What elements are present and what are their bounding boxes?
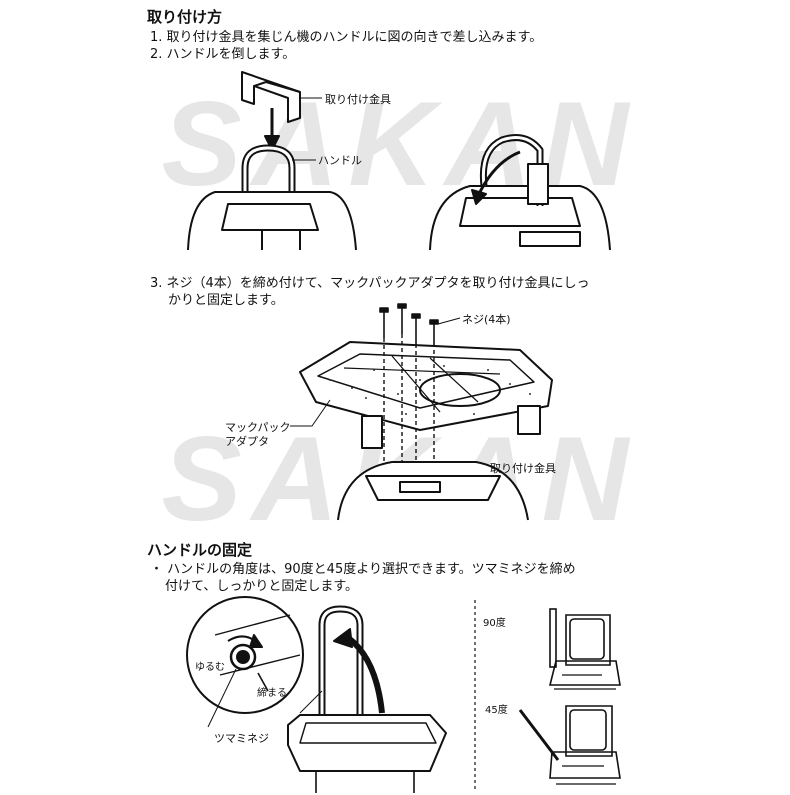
- label-45: 45度: [485, 705, 508, 716]
- label-knob: ツマミネジ: [214, 732, 269, 745]
- step3-text-line1: 3. ネジ（4本）を締め付けて、マックパックアダプタを取り付け金具にしっ: [150, 276, 590, 291]
- side-view-90: [548, 608, 621, 690]
- bracket-insert-illustration: [187, 71, 611, 251]
- label-handle: ハンドル: [318, 154, 362, 167]
- label-screws: ネジ(4本): [462, 313, 511, 326]
- label-tighten: 締まる: [257, 688, 287, 699]
- section3-text-line1: ・ ハンドルの角度は、90度と45度より選択できます。ツマミネジを締め: [150, 562, 576, 577]
- step1-text: 1. 取り付け金具を集じん機のハンドルに図の向きで差し込みます。: [150, 30, 543, 45]
- label-adapter-line1: マックパック: [225, 421, 291, 434]
- adapter-mount-illustration: [290, 303, 553, 521]
- divider-dashed: [474, 600, 476, 790]
- label-adapter-line2: アダプタ: [225, 435, 269, 448]
- label-bracket-2: 取り付け金具: [490, 462, 556, 475]
- label-bracket-1: 取り付け金具: [325, 93, 391, 106]
- section1-title: 取り付け方: [147, 8, 223, 26]
- step2-text: 2. ハンドルを倒します。: [150, 47, 296, 62]
- label-loosen: ゆるむ: [195, 662, 225, 673]
- label-90: 90度: [483, 618, 506, 629]
- step3-text-line2: かりと固定します。: [168, 293, 284, 308]
- section3-text-line2: 付けて、しっかりと固定します。: [165, 579, 359, 594]
- side-view-45: [518, 705, 621, 785]
- handle-knob-illustration: [186, 596, 447, 793]
- section3-title: ハンドルの固定: [147, 541, 253, 559]
